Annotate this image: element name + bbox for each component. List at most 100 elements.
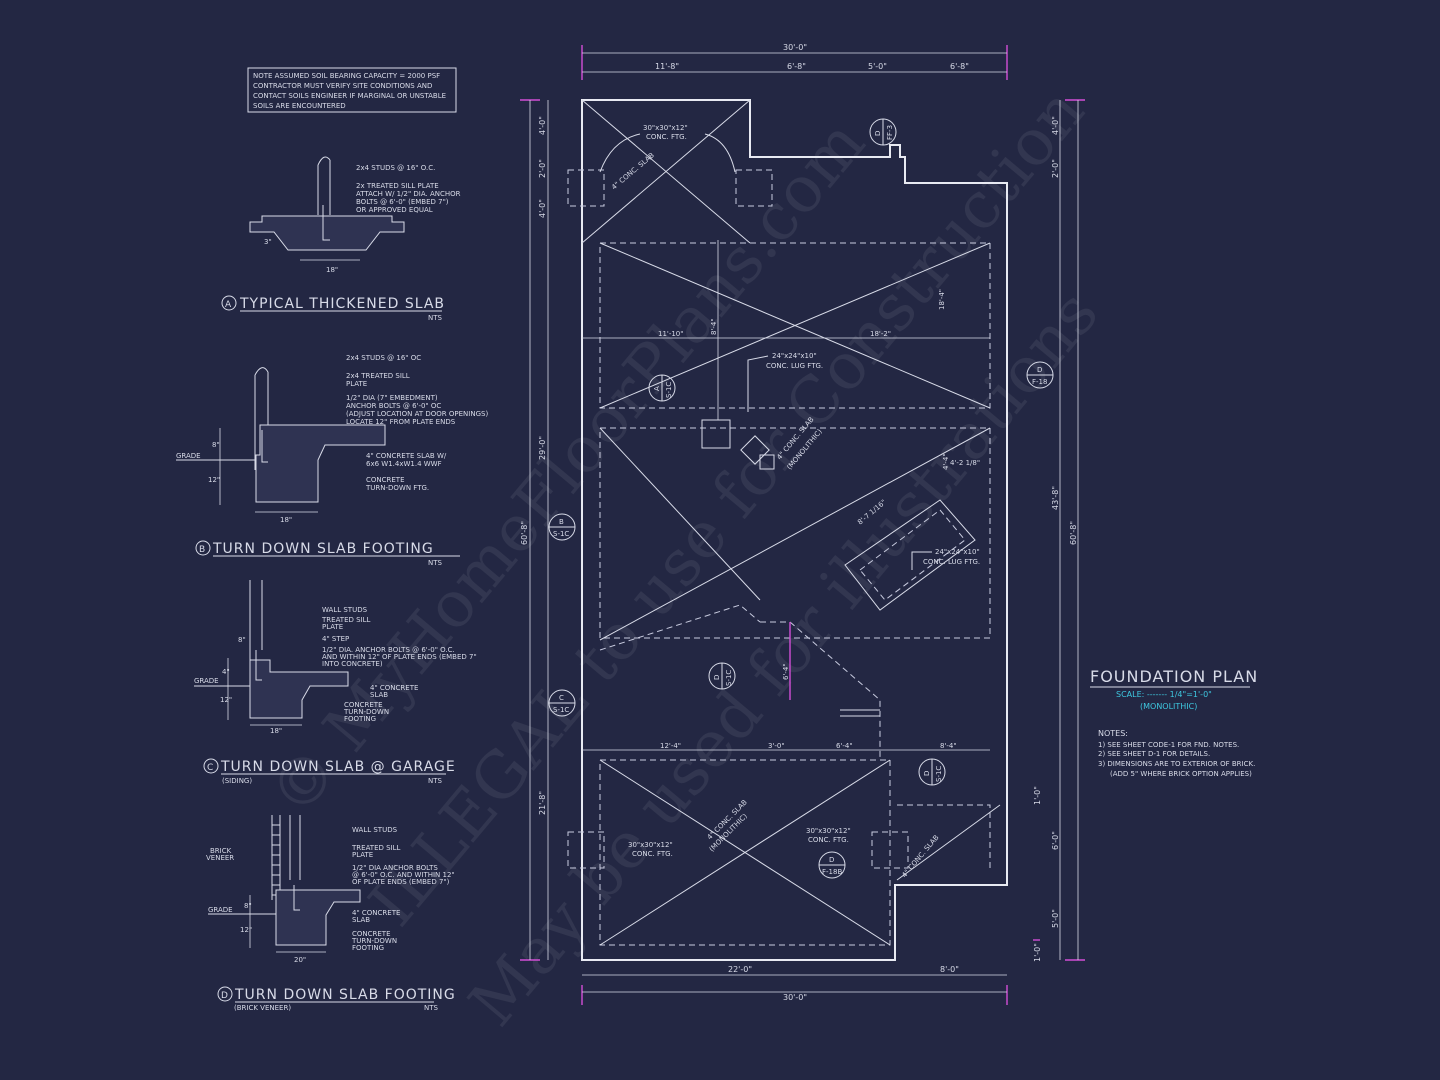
detail-a-dim: 18" — [326, 266, 338, 274]
callout-2-bottom: FF-3 — [886, 125, 894, 140]
detail-b-label-11: TURN-DOWN FTG. — [365, 484, 429, 492]
detail-d-scale: NTS — [424, 1004, 439, 1012]
callout-1-bottom: F-18 — [1032, 378, 1047, 386]
detail-a-label-2: 2x TREATED SILL PLATE — [356, 182, 439, 190]
soil-note: NOTE ASSUMED SOIL BEARING CAPACITY = 200… — [247, 67, 457, 113]
plan-top-dim-4: 6'-8" — [950, 62, 969, 71]
detail-b-label-8: 4" CONCRETE SLAB W/ — [366, 452, 447, 460]
detail-d-label-11: FOOTING — [352, 944, 384, 952]
detail-a: 18" 3" 2x4 STUDS @ 16" O.C. 2x TREATED S… — [221, 156, 461, 322]
callout-d-s1c-2: D S-1C — [918, 758, 946, 786]
plan-right-dim-6: 6'-0" — [1051, 831, 1060, 850]
plan-right-dim-total: 60'-8" — [1069, 521, 1078, 545]
plan-inner-dim-6: 12'-4" — [660, 742, 681, 750]
detail-d-label-2: TREATED SILL — [351, 844, 401, 852]
plan-inner-dim-12: 4'-4" — [942, 453, 950, 470]
detail-d-label-6: OF PLATE ENDS (EMBED 7") — [352, 878, 450, 886]
detail-c-dim-3: 12" — [220, 696, 232, 704]
detail-b-label-5: ANCHOR BOLTS @ 6'-0" OC — [346, 402, 441, 410]
plan-bottom-dim-total: 30'-0" — [783, 993, 807, 1002]
detail-c-label-9: SLAB — [370, 691, 388, 699]
detail-b-label-7: LOCATE 12" FROM PLATE ENDS — [346, 418, 456, 426]
detail-b-grade: GRADE — [176, 452, 201, 460]
callout-c-s1c: C S-1C — [548, 689, 576, 717]
plan-inner-dim-9: 8'-4" — [940, 742, 957, 750]
callout-8-bottom: F-18B — [822, 868, 842, 876]
detail-d-label-1: WALL STUDS — [352, 826, 398, 834]
detail-b-bubble: B — [199, 545, 205, 555]
plan-lug-note-1b: CONC. LUG FTG. — [766, 362, 823, 370]
plan-inner-dim-5: 6'-4" — [782, 663, 790, 680]
plan-top-dim-total: 30'-0" — [783, 43, 807, 52]
detail-b-label-3: PLATE — [346, 380, 367, 388]
detail-c-dim-1: 8" — [238, 636, 246, 644]
detail-c-label-6: AND WITHIN 12" OF PLATE ENDS (EMBED 7" — [322, 653, 477, 661]
plan-left-dim-2: 2'-0" — [538, 159, 547, 178]
detail-c-dim-2: 4" — [222, 668, 230, 676]
detail-d-label-4: 1/2" DIA ANCHOR BOLTS — [352, 864, 438, 872]
detail-d-label-7: 4" CONCRETE — [352, 909, 400, 917]
plan-inner-dim-7: 3'-0" — [768, 742, 785, 750]
plan-left-dim-3: 4'-0" — [538, 199, 547, 218]
detail-c-label-8: 4" CONCRETE — [370, 684, 418, 692]
plan-slab-note-4: 4" CONC. SLAB — [900, 833, 940, 879]
detail-b-dim-3: 18" — [280, 516, 292, 524]
soil-note-line-2: CONTRACTOR MUST VERIFY SITE CONDITIONS A… — [253, 82, 432, 90]
plan-inner-dim-2: 18'-2" — [870, 330, 891, 338]
detail-c-label-2: TREATED SILL — [321, 616, 371, 624]
detail-c-label-7: INTO CONCRETE) — [322, 660, 383, 668]
detail-a-label-1: 2x4 STUDS @ 16" O.C. — [356, 164, 435, 172]
detail-d-label-10: TURN-DOWN — [351, 937, 397, 945]
callout-4-top: B — [559, 518, 564, 526]
detail-a-label-3: ATTACH W/ 1/2" DIA. ANCHOR — [356, 190, 461, 198]
detail-b-label-2: 2x4 TREATED SILL — [346, 372, 410, 380]
callout-6-top: D — [713, 675, 721, 680]
plan-right-dim-5: 1'-0" — [1033, 786, 1042, 805]
plan-inner-dim-10: 4'-2 1/8" — [950, 459, 980, 467]
detail-d-grade: GRADE — [208, 906, 233, 914]
detail-c-label-12: FOOTING — [344, 715, 376, 723]
plan-bottom-dim-1: 22'-0" — [728, 965, 752, 974]
detail-b-title: TURN DOWN SLAB FOOTING — [212, 541, 434, 557]
callout-7-bottom: S-1C — [935, 766, 943, 782]
callout-6-bottom: S-1C — [725, 670, 733, 686]
plan-top-dim-1: 11'-8" — [655, 62, 679, 71]
callout-b-s1c: B S-1C — [548, 513, 576, 541]
detail-d-brick-1: BRICK — [210, 847, 232, 855]
detail-d-label-9: CONCRETE — [352, 930, 391, 938]
note-4: (ADD 5" WHERE BRICK OPTION APPLIES) — [1110, 770, 1252, 778]
callout-d-ff3: D FF-3 — [869, 118, 897, 146]
plan-right-dim-8: 1'-0" — [1033, 943, 1042, 962]
callout-7-top: D — [923, 771, 931, 776]
detail-b-scale: NTS — [428, 559, 443, 567]
callout-3-bottom: S-1C — [665, 382, 673, 398]
detail-a-scale: NTS — [428, 314, 443, 322]
detail-c-bubble: C — [207, 763, 213, 773]
callout-5-bottom: S-1C — [553, 706, 569, 714]
note-3: 3) DIMENSIONS ARE TO EXTERIOR OF BRICK. — [1098, 760, 1255, 768]
plan-title-block: FOUNDATION PLAN SCALE: ------- 1/4"=1'-0… — [1090, 667, 1257, 778]
callout-a-s1c: A S-1C — [648, 374, 676, 402]
detail-c-scale: NTS — [428, 777, 443, 785]
plan-bottom-dim-2: 8'-0" — [940, 965, 959, 974]
detail-b-label-6: (ADJUST LOCATION AT DOOR OPENINGS) — [346, 410, 488, 418]
plan-left-dim-4: 29'-0" — [538, 436, 547, 460]
plan-right-dim-3: 43'-8" — [1051, 486, 1060, 510]
plan-inner-dim-3: 18'-4" — [938, 289, 946, 310]
detail-b: 8" 12" 18" GRADE 2x4 STUDS @ 16" OC 2x4 … — [176, 354, 488, 567]
detail-a-dim-left: 3" — [264, 238, 272, 246]
callout-d-s1c-1: D S-1C — [708, 662, 736, 690]
plan-lug-note-2b: CONC. LUG FTG. — [923, 558, 980, 566]
callout-d-f18b: D F-18B — [818, 851, 846, 879]
plan-right-dim-2: 2'-0" — [1051, 159, 1060, 178]
plan-left-dim-5: 21'-8" — [538, 791, 547, 815]
callout-d-f18: D F-18 — [1026, 361, 1054, 389]
detail-d-dim-1: 8" — [244, 902, 252, 910]
plan-ftg-note-2b: CONC. FTG. — [632, 850, 673, 858]
plan-lug-note-2a: 24"x24"x10" — [935, 548, 980, 556]
detail-d-brick-2: VENEER — [206, 854, 234, 862]
plan-ftg-note-3a: 30"x30"x12" — [806, 827, 851, 835]
plan-ftg-note-1b: CONC. FTG. — [646, 133, 687, 141]
detail-c-dim-4: 18" — [270, 727, 282, 735]
